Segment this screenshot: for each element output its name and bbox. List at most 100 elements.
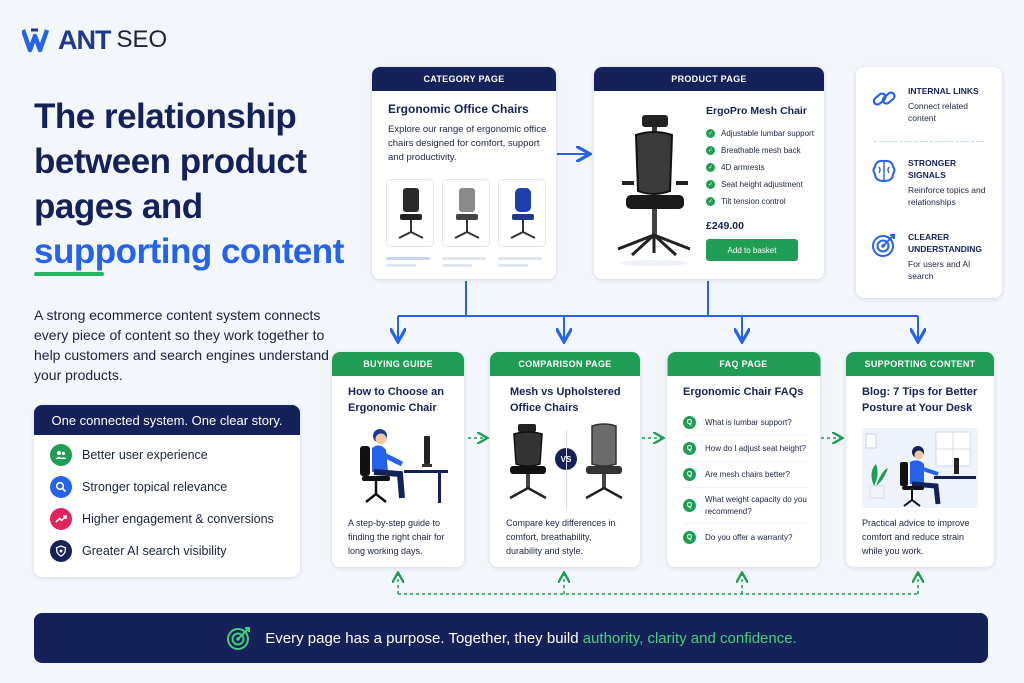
logo-seo: SEO <box>116 26 168 53</box>
person-at-desk-illustration <box>360 429 448 503</box>
logo-wordmark: ANT <box>58 24 111 55</box>
logo: ANT SEO <box>22 24 167 56</box>
title-line-1: The relationship <box>34 97 297 136</box>
benefit-item: Higher engagement & conversions <box>34 503 300 535</box>
chair-icon <box>454 188 480 239</box>
intro-text: A strong ecommerce content system connec… <box>34 307 329 383</box>
category-text: Explore our range of ergonomic office ch… <box>388 124 547 163</box>
side-title: STRONGER SIGNALS <box>908 158 957 180</box>
users-icon <box>50 444 72 466</box>
footer-text: Every page has a purpose. Together, they… <box>265 629 579 647</box>
benefits-side-panel: INTERNAL LINKS Connect related content ST… <box>856 67 1002 298</box>
feature-item: ✓4D armrests <box>706 163 765 172</box>
benefit-item: Better user experience <box>34 439 300 471</box>
support-text: Practical advice to improve comfort and … <box>862 518 970 556</box>
target-icon <box>227 627 251 650</box>
category-page-card: CATEGORY PAGE Ergonomic Office Chairs Ex… <box>372 67 556 279</box>
question-icon: Q <box>683 416 696 429</box>
check-icon: ✓ <box>706 129 715 138</box>
side-item-internal-links: INTERNAL LINKS Connect related content <box>856 85 1000 124</box>
link-icon <box>872 91 896 106</box>
feature-list: ✓Adjustable lumbar support ✓Breathable m… <box>706 125 814 210</box>
chair-icon <box>398 188 424 239</box>
benefit-item: Greater AI search visibility <box>34 535 300 567</box>
question-icon: Q <box>683 442 696 455</box>
benefit-label: Greater AI search visibility <box>82 544 227 558</box>
support-title: Blog: 7 Tips for Better Posture at Your … <box>862 386 978 414</box>
chair-thumb-blue <box>498 179 546 247</box>
chair-thumb-black <box>386 179 434 247</box>
page-title: The relationship between product pages a… <box>34 94 364 274</box>
logo-w-icon <box>22 28 50 53</box>
comparison-title: Mesh vs Upholstered Office Chairs <box>510 386 621 414</box>
chair-icon <box>510 188 536 239</box>
question-icon: Q <box>683 499 696 512</box>
supporting-content-tab: SUPPORTING CONTENT <box>846 352 994 376</box>
category-title: Ergonomic Office Chairs <box>388 102 529 116</box>
target-icon <box>872 234 895 257</box>
benefit-label: Higher engagement & conversions <box>82 512 274 526</box>
chair-thumb-grey <box>442 179 490 247</box>
side-text: For users and AI search <box>908 259 971 281</box>
brain-icon <box>872 159 896 183</box>
faq-tab: FAQ PAGE <box>667 352 820 376</box>
side-title: INTERNAL LINKS <box>908 86 979 96</box>
check-icon: ✓ <box>706 180 715 189</box>
question-icon: Q <box>683 530 696 544</box>
title-line-4: supporting content <box>34 232 344 271</box>
benefit-label: Better user experience <box>82 448 208 462</box>
comparison-text: Compare key differences in comfort, brea… <box>506 518 616 556</box>
search-icon <box>50 476 72 498</box>
comparison-tab: COMPARISON PAGE <box>490 352 640 376</box>
question-icon: Q <box>683 468 696 481</box>
faq-title: Ergonomic Chair FAQs <box>683 386 804 398</box>
supporting-content-card: SUPPORTING CONTENT Blog: 7 Tips for Bett… <box>846 352 994 567</box>
side-item-stronger-signals: STRONGER SIGNALS Reinforce topics and rel… <box>856 157 1002 208</box>
feature-item: ✓Breathable mesh back <box>706 146 801 155</box>
chair-icon <box>617 115 691 266</box>
posture-illustration <box>862 428 978 508</box>
benefits-box: One connected system. One clear story. B… <box>34 405 300 577</box>
upholstered-chair-icon <box>585 423 623 500</box>
side-text: Connect related content <box>908 101 969 123</box>
category-tab: CATEGORY PAGE <box>372 67 556 91</box>
side-title: CLEARER UNDERSTANDING <box>908 232 982 254</box>
feature-item: ✓Adjustable lumbar support <box>706 129 814 138</box>
buying-guide-card: BUYING GUIDE How to Choose an Ergonomic … <box>332 352 464 567</box>
title-line-3: pages and <box>34 187 203 226</box>
side-text: Reinforce topics and relationships <box>908 185 986 207</box>
benefit-label: Stronger topical relevance <box>82 480 228 494</box>
benefit-item: Stronger topical relevance <box>34 471 300 503</box>
product-page-card: PRODUCT PAGE ErgoPro Mesh Chair ✓Adjusta… <box>594 67 824 279</box>
trend-icon <box>50 508 72 530</box>
check-icon: ✓ <box>706 163 715 172</box>
footer-banner: Every page has a purpose. Together, they… <box>34 613 988 663</box>
footer-highlight: authority, clarity and confidence. <box>582 629 797 647</box>
guide-text: A step-by-step guide to finding the righ… <box>348 518 445 556</box>
mesh-chair-icon <box>509 424 547 500</box>
guide-title: How to Choose an Ergonomic Chair <box>348 386 444 414</box>
check-icon: ✓ <box>706 146 715 155</box>
add-to-basket-button[interactable]: Add to basket <box>706 239 798 261</box>
feature-item: ✓Tilt tension control <box>706 197 786 206</box>
comparison-page-card: COMPARISON PAGE Mesh vs Upholstered Offi… <box>490 352 640 567</box>
title-line-2: between product <box>34 142 307 181</box>
product-price: £249.00 <box>706 220 744 232</box>
side-item-clearer-understanding: CLEARER UNDERSTANDING For users and AI se… <box>856 231 1002 282</box>
product-tab: PRODUCT PAGE <box>594 67 824 91</box>
buying-guide-tab: BUYING GUIDE <box>332 352 464 376</box>
product-title: ErgoPro Mesh Chair <box>706 105 807 117</box>
check-icon: ✓ <box>706 197 715 206</box>
shield-icon <box>50 540 72 562</box>
feature-item: ✓Seat height adjustment <box>706 180 803 189</box>
title-underline <box>34 272 104 276</box>
benefits-title: One connected system. One clear story. <box>34 405 300 435</box>
